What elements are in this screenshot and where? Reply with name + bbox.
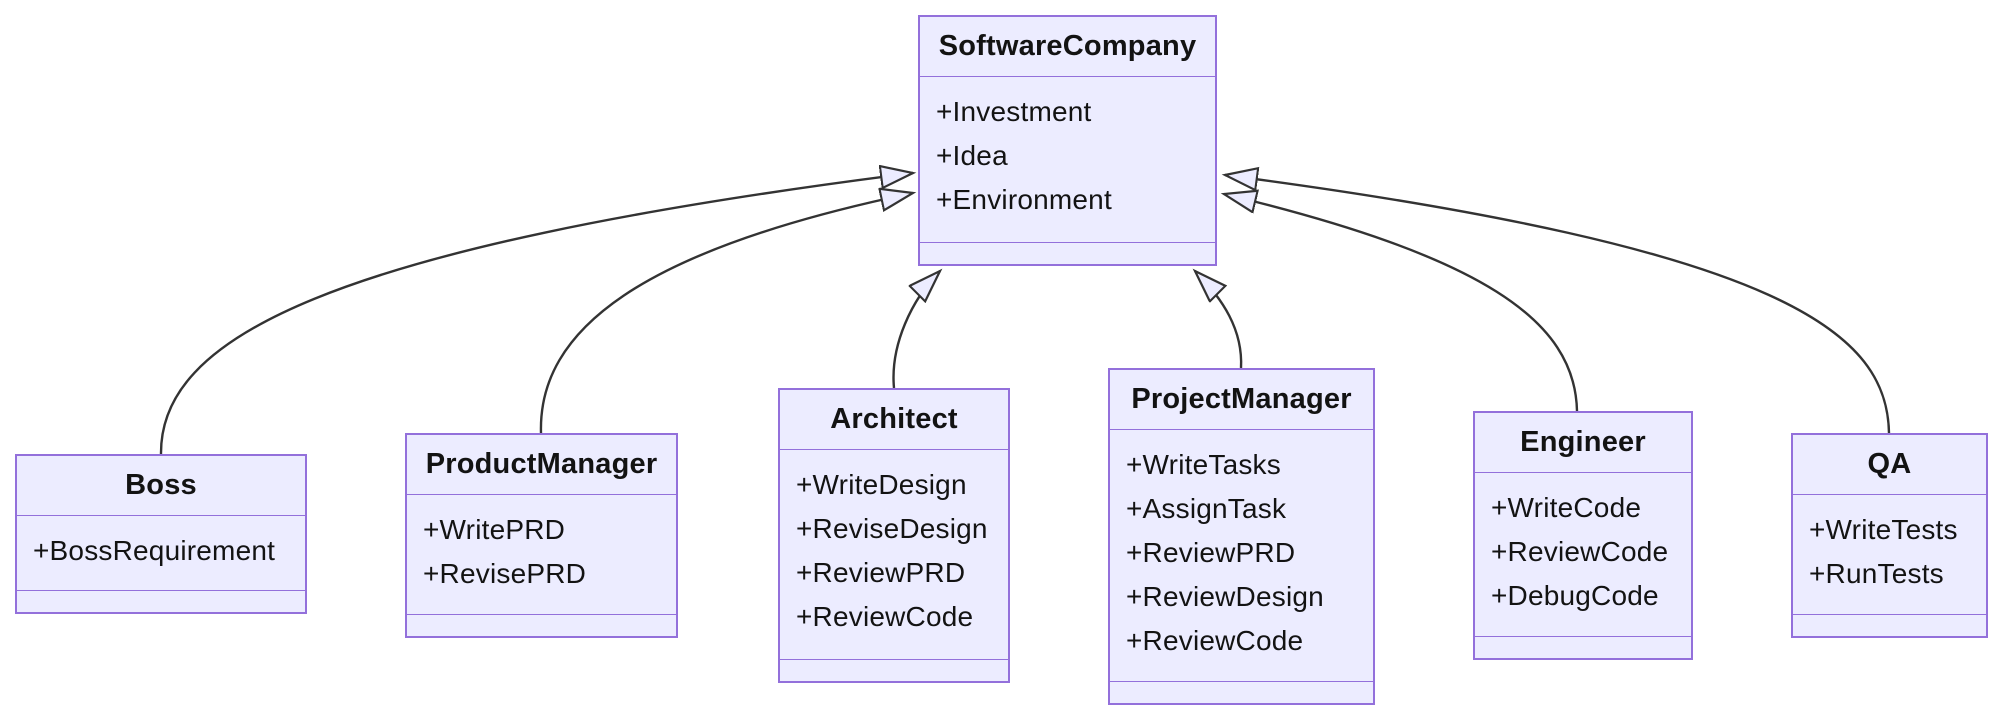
class-attribute: +WriteDesign <box>796 469 967 500</box>
class-attribute: +RunTests <box>1809 558 1944 589</box>
class-node-engineer: Engineer +WriteCode +ReviewCode +DebugCo… <box>1473 411 1693 660</box>
class-attribute: +ReviewDesign <box>1126 581 1324 612</box>
class-methods-empty <box>1475 637 1691 658</box>
class-attribute: +Idea <box>936 140 1008 171</box>
class-attributes: +WriteTests +RunTests <box>1793 495 1986 615</box>
class-attributes: +Investment +Idea +Environment <box>920 77 1215 243</box>
class-attribute: +Environment <box>936 184 1112 215</box>
class-attribute: +Investment <box>936 96 1092 127</box>
class-attribute: +ReviewCode <box>1491 536 1669 567</box>
class-attribute: +RevisePRD <box>423 558 587 589</box>
class-title: QA <box>1793 435 1986 495</box>
class-attributes: +WriteCode +ReviewCode +DebugCode <box>1475 473 1691 637</box>
class-attribute: +BossRequirement <box>33 535 276 566</box>
class-attribute: +WritePRD <box>423 514 566 545</box>
class-attributes: +BossRequirement <box>17 516 305 591</box>
class-node-projectmanager: ProjectManager +WriteTasks +AssignTask +… <box>1108 368 1375 705</box>
class-attributes: +WritePRD +RevisePRD <box>407 495 676 615</box>
class-attribute: +ReviewPRD <box>796 557 966 588</box>
edge-architect-inherits-softwarecompany <box>892 271 940 389</box>
class-title: SoftwareCompany <box>920 17 1215 77</box>
class-attribute: +ReviewCode <box>796 601 974 632</box>
class-methods-empty <box>407 615 676 636</box>
edge-projectmanager-inherits-softwarecompany <box>1195 271 1243 369</box>
class-node-boss: Boss +BossRequirement <box>15 454 307 614</box>
class-methods-empty <box>1793 615 1986 636</box>
edge-boss-inherits-softwarecompany <box>159 173 913 455</box>
class-title: Engineer <box>1475 413 1691 473</box>
class-methods-empty <box>17 591 305 612</box>
class-attribute: +ReviewPRD <box>1126 537 1296 568</box>
edge-qa-inherits-softwarecompany <box>1225 175 1891 434</box>
class-attributes: +WriteDesign +ReviseDesign +ReviewPRD +R… <box>780 450 1008 660</box>
edge-productmanager-inherits-softwarecompany <box>539 193 913 434</box>
class-attribute: +ReviseDesign <box>796 513 988 544</box>
class-attribute: +ReviewCode <box>1126 625 1304 656</box>
class-attribute: +WriteTasks <box>1126 449 1281 480</box>
class-title: Boss <box>17 456 305 516</box>
class-title: ProductManager <box>407 435 676 495</box>
class-title: Architect <box>780 390 1008 450</box>
class-attribute: +WriteCode <box>1491 492 1642 523</box>
class-node-architect: Architect +WriteDesign +ReviseDesign +Re… <box>778 388 1010 683</box>
class-attributes: +WriteTasks +AssignTask +ReviewPRD +Revi… <box>1110 430 1373 682</box>
class-methods-empty <box>920 243 1215 264</box>
class-attribute: +DebugCode <box>1491 580 1659 611</box>
class-node-qa: QA +WriteTests +RunTests <box>1791 433 1988 638</box>
class-methods-empty <box>1110 682 1373 703</box>
edge-engineer-inherits-softwarecompany <box>1224 194 1579 412</box>
class-methods-empty <box>780 660 1008 681</box>
class-node-softwarecompany: SoftwareCompany +Investment +Idea +Envir… <box>918 15 1217 266</box>
class-node-productmanager: ProductManager +WritePRD +RevisePRD <box>405 433 678 638</box>
class-attribute: +AssignTask <box>1126 493 1287 524</box>
class-attribute: +WriteTests <box>1809 514 1958 545</box>
class-title: ProjectManager <box>1110 370 1373 430</box>
